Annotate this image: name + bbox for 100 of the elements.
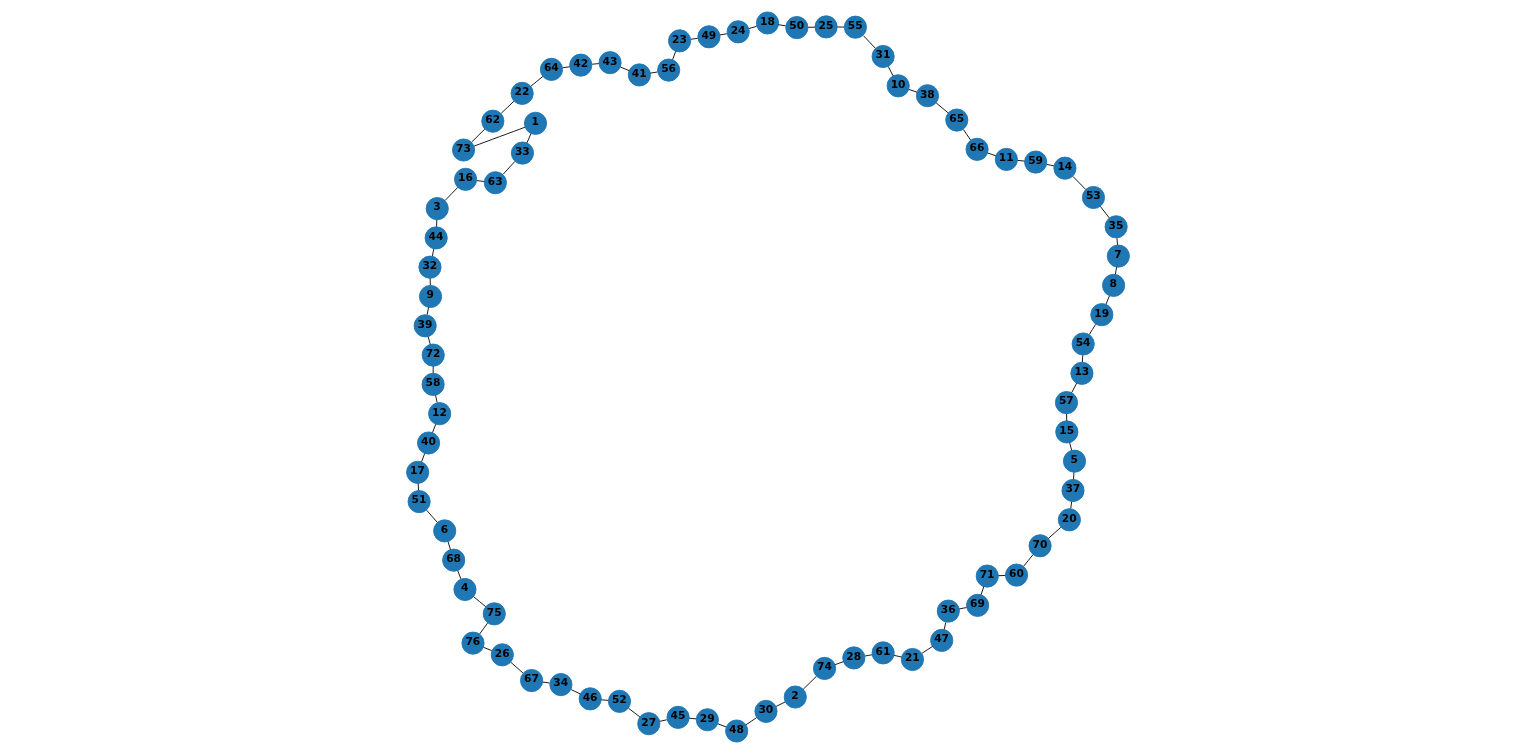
node-circle: 2 xyxy=(783,685,807,709)
connector xyxy=(745,717,757,726)
connector xyxy=(457,570,462,580)
node-circle: 57 xyxy=(1054,391,1078,415)
node-circle: 61 xyxy=(871,641,895,665)
node-circle: 9 xyxy=(419,284,443,309)
connector xyxy=(473,126,526,147)
connector xyxy=(1116,237,1118,246)
node-circle: 40 xyxy=(417,431,441,455)
connector xyxy=(542,681,550,684)
node-circle: 15 xyxy=(1055,420,1079,444)
connector xyxy=(426,306,429,316)
connector xyxy=(473,596,487,608)
node-circle: 76 xyxy=(461,631,485,655)
connector xyxy=(417,483,419,491)
node-circle: 6 xyxy=(433,519,457,543)
connector xyxy=(778,24,787,27)
node-circle: 8 xyxy=(1102,273,1126,297)
node-circle: 18 xyxy=(756,11,780,35)
connector xyxy=(601,699,609,701)
node-circle: 1 xyxy=(524,111,548,135)
connector xyxy=(479,622,488,635)
node-circle: 22 xyxy=(510,81,534,105)
connector xyxy=(1099,205,1110,219)
connector xyxy=(562,66,570,69)
node-circle: 75 xyxy=(482,602,506,626)
node-circle: 20 xyxy=(1057,508,1081,532)
node-circle: 66 xyxy=(965,137,989,161)
node-circle: 45 xyxy=(666,705,690,729)
node-circle: 32 xyxy=(418,255,442,279)
connector xyxy=(935,102,949,114)
node-circle: 33 xyxy=(510,141,534,165)
node-circle: 14 xyxy=(1053,156,1077,180)
connector xyxy=(500,100,515,114)
connector xyxy=(834,661,844,666)
node-circle: 56 xyxy=(657,58,681,82)
connector xyxy=(1069,442,1073,451)
connector xyxy=(1072,175,1087,190)
node-circle: 42 xyxy=(569,53,593,77)
node-circle: 39 xyxy=(413,314,437,338)
connector xyxy=(1088,323,1097,335)
connector xyxy=(435,394,438,403)
node-circle: 64 xyxy=(539,57,563,81)
connector xyxy=(998,575,1006,577)
connector xyxy=(1105,295,1110,305)
connector xyxy=(429,278,431,286)
connector xyxy=(864,654,873,657)
node-circle: 10 xyxy=(886,74,910,98)
node-circle: 7 xyxy=(1106,244,1130,268)
connector xyxy=(719,33,728,36)
connector xyxy=(1023,554,1034,567)
connector xyxy=(775,701,786,707)
node-circle: 12 xyxy=(428,402,452,426)
connector xyxy=(690,37,699,40)
connector xyxy=(943,621,947,630)
node-circle: 54 xyxy=(1071,332,1095,356)
connector xyxy=(887,65,894,77)
node-circle: 36 xyxy=(936,599,960,623)
connector xyxy=(427,336,431,345)
connector xyxy=(921,646,933,654)
node-circle: 35 xyxy=(1104,215,1128,239)
connector xyxy=(908,88,918,93)
node-circle: 30 xyxy=(754,699,778,723)
node-circle: 5 xyxy=(1062,449,1087,473)
connector xyxy=(483,646,493,651)
node-circle: 13 xyxy=(1070,361,1094,385)
connector xyxy=(620,66,630,72)
connector xyxy=(1046,163,1055,167)
node-circle: 46 xyxy=(578,687,602,711)
connector xyxy=(672,50,677,60)
node-circle: 59 xyxy=(1024,150,1048,174)
connector xyxy=(476,180,485,182)
connector xyxy=(893,654,903,658)
connector xyxy=(426,509,438,523)
node-circle: 63 xyxy=(483,171,507,195)
node-circle: 3 xyxy=(425,197,449,221)
node-circle: 68 xyxy=(442,548,466,572)
node-circle: 62 xyxy=(481,109,505,133)
node-circle: 43 xyxy=(598,51,622,75)
node-circle: 73 xyxy=(452,138,476,162)
connector xyxy=(1081,354,1084,363)
connector xyxy=(1071,382,1078,394)
node-circle: 11 xyxy=(994,147,1018,171)
node-circle: 49 xyxy=(697,25,721,49)
node-circle: 37 xyxy=(1061,478,1085,503)
node-circle: 29 xyxy=(695,708,719,732)
connector xyxy=(444,186,459,201)
connector xyxy=(447,541,451,550)
node-circle: 41 xyxy=(627,63,651,87)
connector xyxy=(421,453,426,463)
connector xyxy=(717,723,727,728)
connector xyxy=(659,719,668,722)
connector xyxy=(980,586,985,596)
node-circle: 16 xyxy=(454,167,478,191)
connector xyxy=(1114,266,1117,275)
node-circle: 44 xyxy=(424,226,448,250)
node-circle: 47 xyxy=(930,628,954,652)
node-circle: 17 xyxy=(406,460,430,484)
node-circle: 23 xyxy=(668,29,692,53)
connector xyxy=(526,133,532,144)
